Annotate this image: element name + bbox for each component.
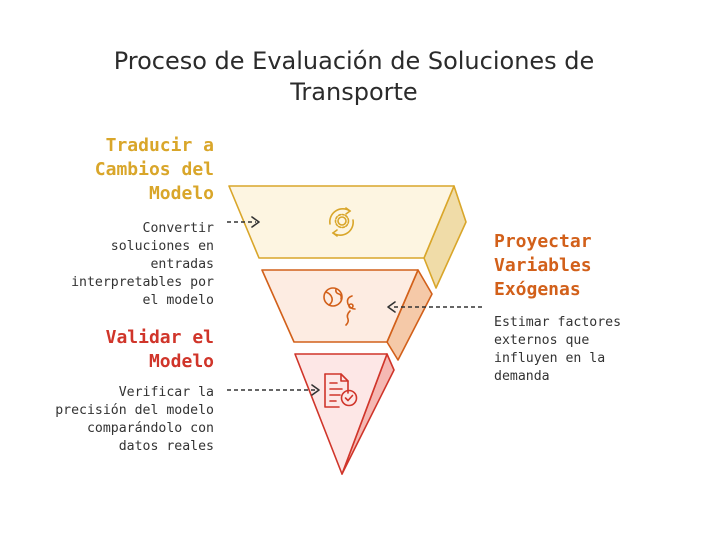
stage-3-heading-line: Validar el	[105, 327, 214, 348]
stage-1-heading-line: Cambios del	[94, 159, 214, 180]
stage-1-face	[228, 185, 455, 259]
stage-1-heading-line: Traducir a	[105, 135, 214, 156]
stage-2-description-line: Estimar factores	[494, 315, 622, 330]
stage-2-description-line: demanda	[494, 369, 550, 384]
stage-1-heading-line: Modelo	[148, 183, 214, 204]
stage-3-description-line: Verificar la	[118, 385, 214, 400]
connector-arrow-1	[227, 216, 260, 228]
stage-3-description-line: datos reales	[118, 439, 214, 454]
stage-1-description-line: Convertir	[142, 221, 214, 236]
stage-2-heading: Proyectar Variables Exógenas	[494, 230, 592, 302]
funnel-stage-3	[294, 353, 395, 475]
stage-2-heading-line: Proyectar	[494, 231, 592, 252]
funnel-stage-1	[228, 185, 467, 289]
stage-2-heading-line: Variables	[494, 255, 592, 276]
diagram-title: Proceso de Evaluación de Soluciones de T…	[0, 46, 708, 108]
document-check-icon	[324, 373, 358, 408]
stage-1-description-line: el modelo	[142, 293, 214, 308]
stage-2-face	[261, 269, 419, 343]
stage-2-heading-line: Exógenas	[494, 279, 581, 300]
stage-1-description-line: soluciones en	[110, 239, 214, 254]
stage-2-description-line: influyen en la	[494, 351, 606, 366]
stage-1-description: Convertir soluciones en entradas interpr…	[71, 220, 214, 310]
title-line-2: Transporte	[290, 78, 418, 106]
title-line-1: Proceso de Evaluación de Soluciones de	[113, 47, 595, 75]
globe-icon	[323, 287, 356, 326]
funnel-stage-2	[261, 269, 433, 361]
stage-2-description: Estimar factores externos que influyen e…	[494, 314, 621, 386]
stage-1-description-line: interpretables por	[71, 275, 214, 290]
stage-3-heading-line: Modelo	[148, 351, 214, 372]
stage-3-description: Verificar la precisión del modelo compar…	[55, 384, 214, 456]
stage-3-description-line: precisión del modelo	[55, 403, 214, 418]
connector-arrow-3	[227, 384, 320, 396]
connector-arrow-2	[387, 301, 482, 313]
stage-1-heading: Traducir a Cambios del Modelo	[95, 134, 214, 206]
stage-3-description-line: comparándolo con	[86, 421, 214, 436]
stage-3-heading: Validar el Modelo	[106, 326, 214, 374]
stage-3-face	[294, 353, 388, 475]
gear-cycle-icon	[329, 207, 354, 237]
stage-1-description-line: entradas	[150, 257, 214, 272]
stage-2-description-line: externos que	[494, 333, 590, 348]
